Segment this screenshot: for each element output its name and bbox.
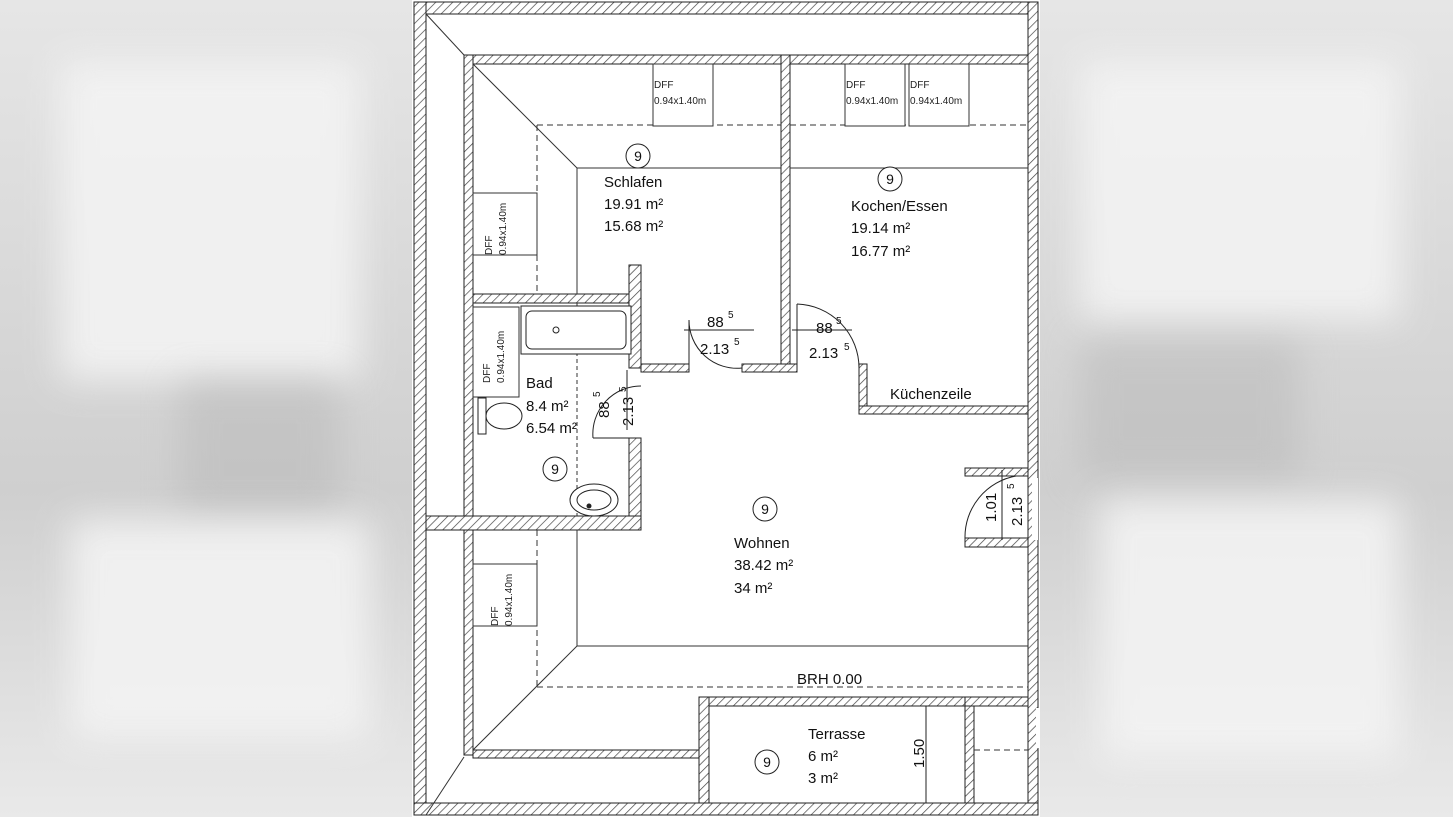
room-number-kochen: 9 [886,171,894,187]
door-height-entry: 2.13 [1009,497,1026,526]
blurred-background-right [1040,0,1453,817]
floor-plan-drawing: DFF 0.94x1.40m DFF 0.94x1.40m DFF 0.94x1… [413,1,1040,816]
door-height-schlafen: 2.13 [700,341,729,358]
window-size: 0.94x1.40m [496,331,507,383]
door-height-kochen: 2.13 [809,345,838,362]
room-name-terrasse: Terrasse [808,726,866,743]
hatch-clearing [1032,478,1040,748]
door-width-sup-kochen: 5 [836,316,842,327]
terrace-dimension: 1.50 [911,739,928,768]
room-name-wohnen: Wohnen [734,535,790,552]
room-area-net-bad: 6.54 m² [526,420,577,437]
door-swings [592,303,1017,803]
toilet-bowl [485,402,523,430]
door-width-entry: 1.01 [983,493,1000,522]
brh-label: BRH 0.00 [797,671,862,688]
window-size: 0.94x1.40m [846,96,898,107]
door-width-kochen: 88 [816,320,833,337]
room-number-markers [542,143,903,775]
room-name-kochen: Kochen/Essen [851,198,948,215]
door-height-sup-schlafen: 5 [734,337,740,348]
room-name-schlafen: Schlafen [604,174,662,191]
window-size: 0.94x1.40m [654,96,706,107]
window-label: DFF [654,80,673,91]
room-name-bad: Bad [526,375,553,392]
interior-walls [425,54,1029,804]
room-area-net-terrasse: 3 m² [808,770,838,787]
door-height-sup-entry: 5 [1006,483,1017,489]
blurred-background-left [0,0,412,817]
outer-walls [413,1,1039,816]
door-height-bad: 2.13 [620,397,637,426]
room-area-net-wohnen: 34 m² [734,580,772,597]
kuechenzeile-label: Küchenzeile [890,386,972,403]
door-width-schlafen: 88 [707,314,724,331]
room-area-net-schlafen: 15.68 m² [604,218,663,235]
room-area-gross-kochen: 19.14 m² [851,220,910,237]
window-size: 0.94x1.40m [504,574,515,626]
door-height-sup-bad: 5 [618,386,629,392]
bathroom-fixtures [477,305,632,517]
door-height-sup-kochen: 5 [844,342,850,353]
room-number-wohnen: 9 [761,501,769,517]
room-number-terrasse: 9 [763,754,771,770]
door-width-sup-bad: 5 [592,391,603,397]
window-label: DFF [910,80,929,91]
room-area-net-kochen: 16.77 m² [851,243,910,260]
room-area-gross-wohnen: 38.42 m² [734,557,793,574]
room-area-gross-terrasse: 6 m² [808,748,838,765]
room-number-bad: 9 [551,461,559,477]
roof-window-labels: DFF 0.94x1.40m DFF 0.94x1.40m DFF 0.94x1… [482,80,962,626]
room-area-gross-bad: 8.4 m² [526,398,569,415]
door-dimensions: 88 5 2.13 5 88 5 2.13 5 88 5 2.13 5 1.01… [592,310,1026,526]
window-label: DFF [846,80,865,91]
room-labels: 9 Schlafen 19.91 m² 15.68 m² 9 Kochen/Es… [526,148,972,787]
room-area-gross-schlafen: 19.91 m² [604,196,663,213]
window-label: DFF [484,236,495,255]
window-label: DFF [482,364,493,383]
window-label: DFF [490,607,501,626]
window-size: 0.94x1.40m [910,96,962,107]
toilet-tank [477,397,487,435]
door-width-bad: 88 [596,401,613,418]
roof-windows [472,63,970,627]
room-number-schlafen: 9 [634,148,642,164]
floor-plan: DFF 0.94x1.40m DFF 0.94x1.40m DFF 0.94x1… [412,0,1040,817]
door-width-sup-schlafen: 5 [728,310,734,321]
window-size: 0.94x1.40m [498,203,509,255]
